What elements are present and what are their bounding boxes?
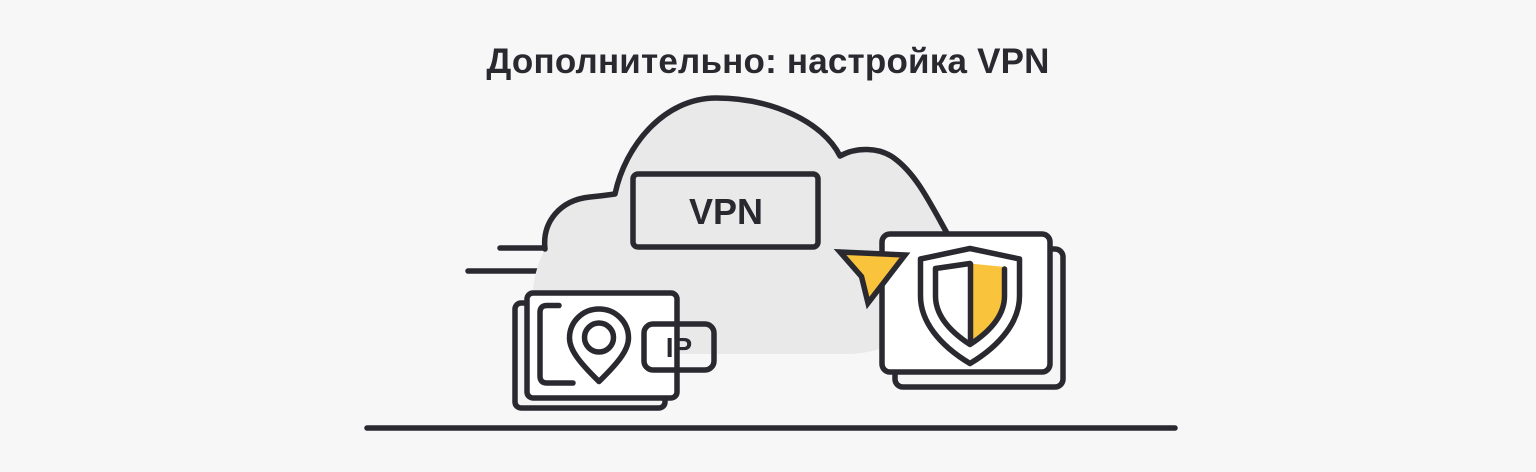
shield-icon [917, 245, 1023, 367]
screen-bracket [537, 302, 576, 386]
vpn-badge-label: VPN [689, 191, 763, 232]
ip-badge-label: IP [666, 332, 692, 363]
ip-badge: IP [641, 321, 717, 373]
page-title: Дополнительно: настройка VPN [486, 42, 1050, 81]
location-pin-icon [566, 306, 632, 385]
ip-location-card: IP [512, 290, 717, 411]
cursor-pointer-icon [833, 248, 911, 310]
shield-card [879, 231, 1066, 390]
vpn-badge: VPN [630, 171, 821, 250]
cloud-shape [532, 95, 953, 354]
